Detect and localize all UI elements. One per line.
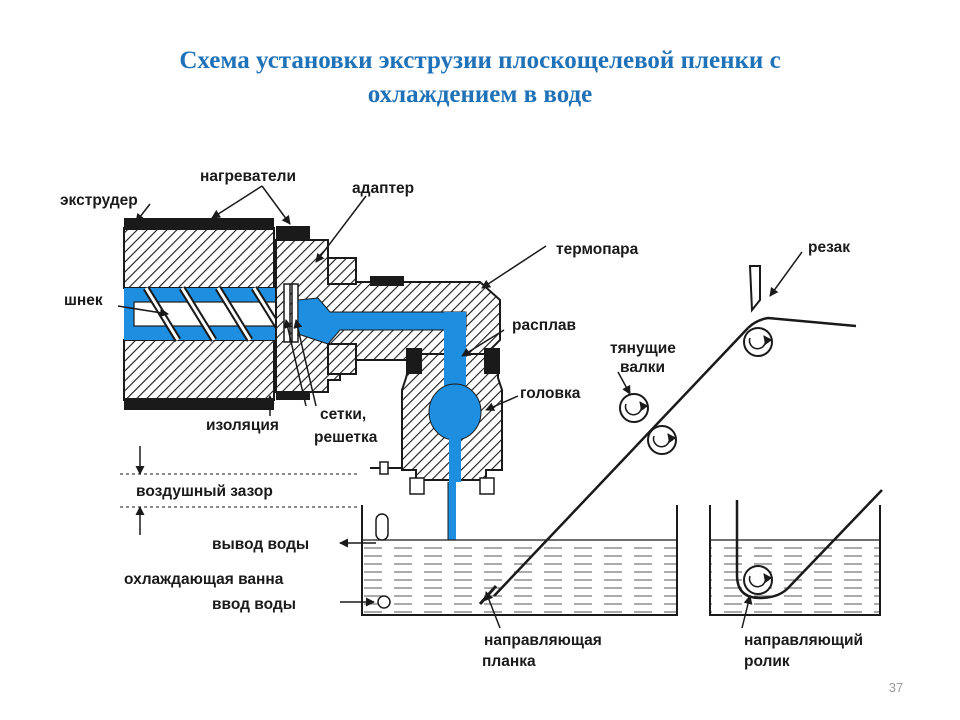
pull-rolls [619,393,677,455]
label-thermocouple: термопара [556,241,639,258]
cutter-blade [748,265,761,313]
leader-lines [117,185,803,629]
film-web [493,316,883,600]
label-head: головка [520,385,581,402]
screw-channel [124,286,285,342]
label-melt: расплав [512,317,576,334]
page-number: 37 [888,680,904,695]
extruder-barrel [123,227,275,401]
label-screens-line-2: решетка [314,429,378,446]
label-guide-bar-line-2: планка [482,653,536,670]
label-cutter: резак [808,239,850,256]
label-water-outlet: вывод воды [212,536,309,553]
label-cooling-bath: охлаждающая ванна [124,571,284,588]
slide-title: Схема установки экструзии плоскощелевой … [80,44,880,112]
title-line-2: охлаждением в воде [367,81,593,108]
label-pull-rolls-line-1: тянущие [610,340,676,357]
title-line-1: Схема установки экструзии плоскощелевой … [179,47,781,74]
label-pull-rolls-line-2: валки [620,359,665,376]
label-screw: шнек [64,292,103,309]
cooling-bath-left [361,505,678,616]
label-guide-roller-line-2: ролик [744,653,790,670]
label-screens-line-1: сетки, [320,406,366,423]
top-roller [743,327,773,357]
label-extruder: экструдер [60,192,138,209]
cooling-bath-right [709,505,881,616]
label-guide-roller-line-1: направляющий [744,632,863,649]
label-heaters: нагреватели [200,168,296,185]
label-adapter: адаптер [352,180,414,197]
label-water-inlet: ввод воды [212,596,296,613]
label-guide-bar-line-1: направляющая [484,632,602,649]
guide-roller [743,565,773,595]
air-gap-dimension [120,446,360,535]
label-air-gap: воздушный зазор [136,483,273,500]
label-insulation: изоляция [206,417,279,434]
